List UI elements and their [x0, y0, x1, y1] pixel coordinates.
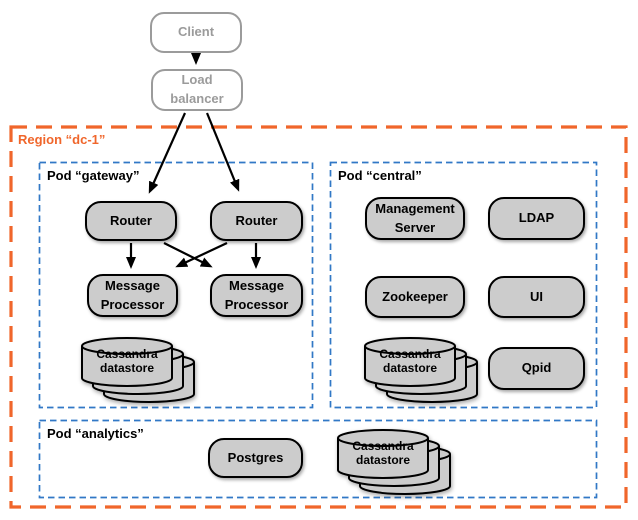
zookeeper-label: Zookeeper: [382, 288, 448, 304]
client-node: Client: [150, 12, 242, 53]
pod-gateway-boundary: [38, 161, 314, 409]
cylinder-front: [337, 429, 429, 479]
message-processor-1-node: Message Processor: [87, 274, 178, 317]
router-2-node: Router: [210, 201, 303, 241]
pod-analytics-label: Pod “analytics”: [47, 426, 144, 441]
ldap-label: LDAP: [518, 210, 555, 226]
router-1-label: Router: [110, 212, 152, 228]
load-balancer-node: Load balancer: [151, 69, 243, 111]
cylinder-front: [364, 337, 456, 387]
mp1-label-line1: Message: [105, 277, 160, 293]
arrow-router1-to-mp2: [163, 242, 213, 268]
cassandra-gateway-line2: datastore: [99, 360, 155, 375]
cassandra-central-label: Cassandra datastore: [365, 347, 455, 376]
cassandra-gateway-label: Cassandra datastore: [82, 347, 172, 376]
cassandra-central-line2: datastore: [382, 360, 438, 375]
cassandra-gateway-cylinders: [81, 337, 195, 403]
region-label: Region “dc-1”: [18, 132, 106, 147]
management-server-node: Management Server: [365, 197, 465, 240]
pod-analytics-boundary: [38, 419, 598, 499]
pod-central-label: Pod “central”: [338, 168, 422, 183]
ui-label: UI: [530, 288, 543, 304]
client-label: Client: [177, 24, 215, 40]
zookeeper-node: Zookeeper: [365, 276, 465, 318]
region-boundary: [9, 125, 628, 509]
mp2-label-line2: Processor: [224, 296, 289, 312]
mp2-label-line1: Message: [229, 277, 284, 293]
management-server-label-line1: Management: [375, 201, 455, 217]
arrow-router2-to-mp1: [175, 242, 228, 268]
ldap-node: LDAP: [488, 197, 585, 240]
router-2-label: Router: [235, 212, 278, 228]
postgres-node: Postgres: [208, 438, 303, 478]
pod-central-boundary: [329, 161, 598, 409]
cassandra-gateway-line1: Cassandra: [96, 347, 158, 361]
arrow-loadbalancer-to-router1: [148, 112, 187, 194]
pod-gateway-label: Pod “gateway”: [47, 168, 140, 183]
arrow-loadbalancer-to-router2: [205, 112, 240, 192]
mp1-label-line2: Processor: [100, 296, 165, 312]
cassandra-central-line1: Cassandra: [379, 347, 441, 361]
qpid-node: Qpid: [488, 347, 585, 390]
cassandra-analytics-line2: datastore: [355, 452, 411, 467]
cassandra-analytics-line1: Cassandra: [352, 439, 414, 453]
management-server-label-line2: Server: [394, 219, 436, 235]
message-processor-2-node: Message Processor: [210, 274, 303, 317]
cassandra-analytics-cylinders: [337, 429, 451, 495]
postgres-label: Postgres: [227, 449, 284, 465]
load-balancer-label: Load balancer: [170, 72, 224, 106]
qpid-label: Qpid: [521, 360, 552, 376]
cylinder-front: [81, 337, 173, 387]
cassandra-central-cylinders: [364, 337, 478, 403]
cassandra-analytics-label: Cassandra datastore: [338, 439, 428, 468]
router-1-node: Router: [85, 201, 177, 241]
ui-node: UI: [488, 276, 585, 318]
